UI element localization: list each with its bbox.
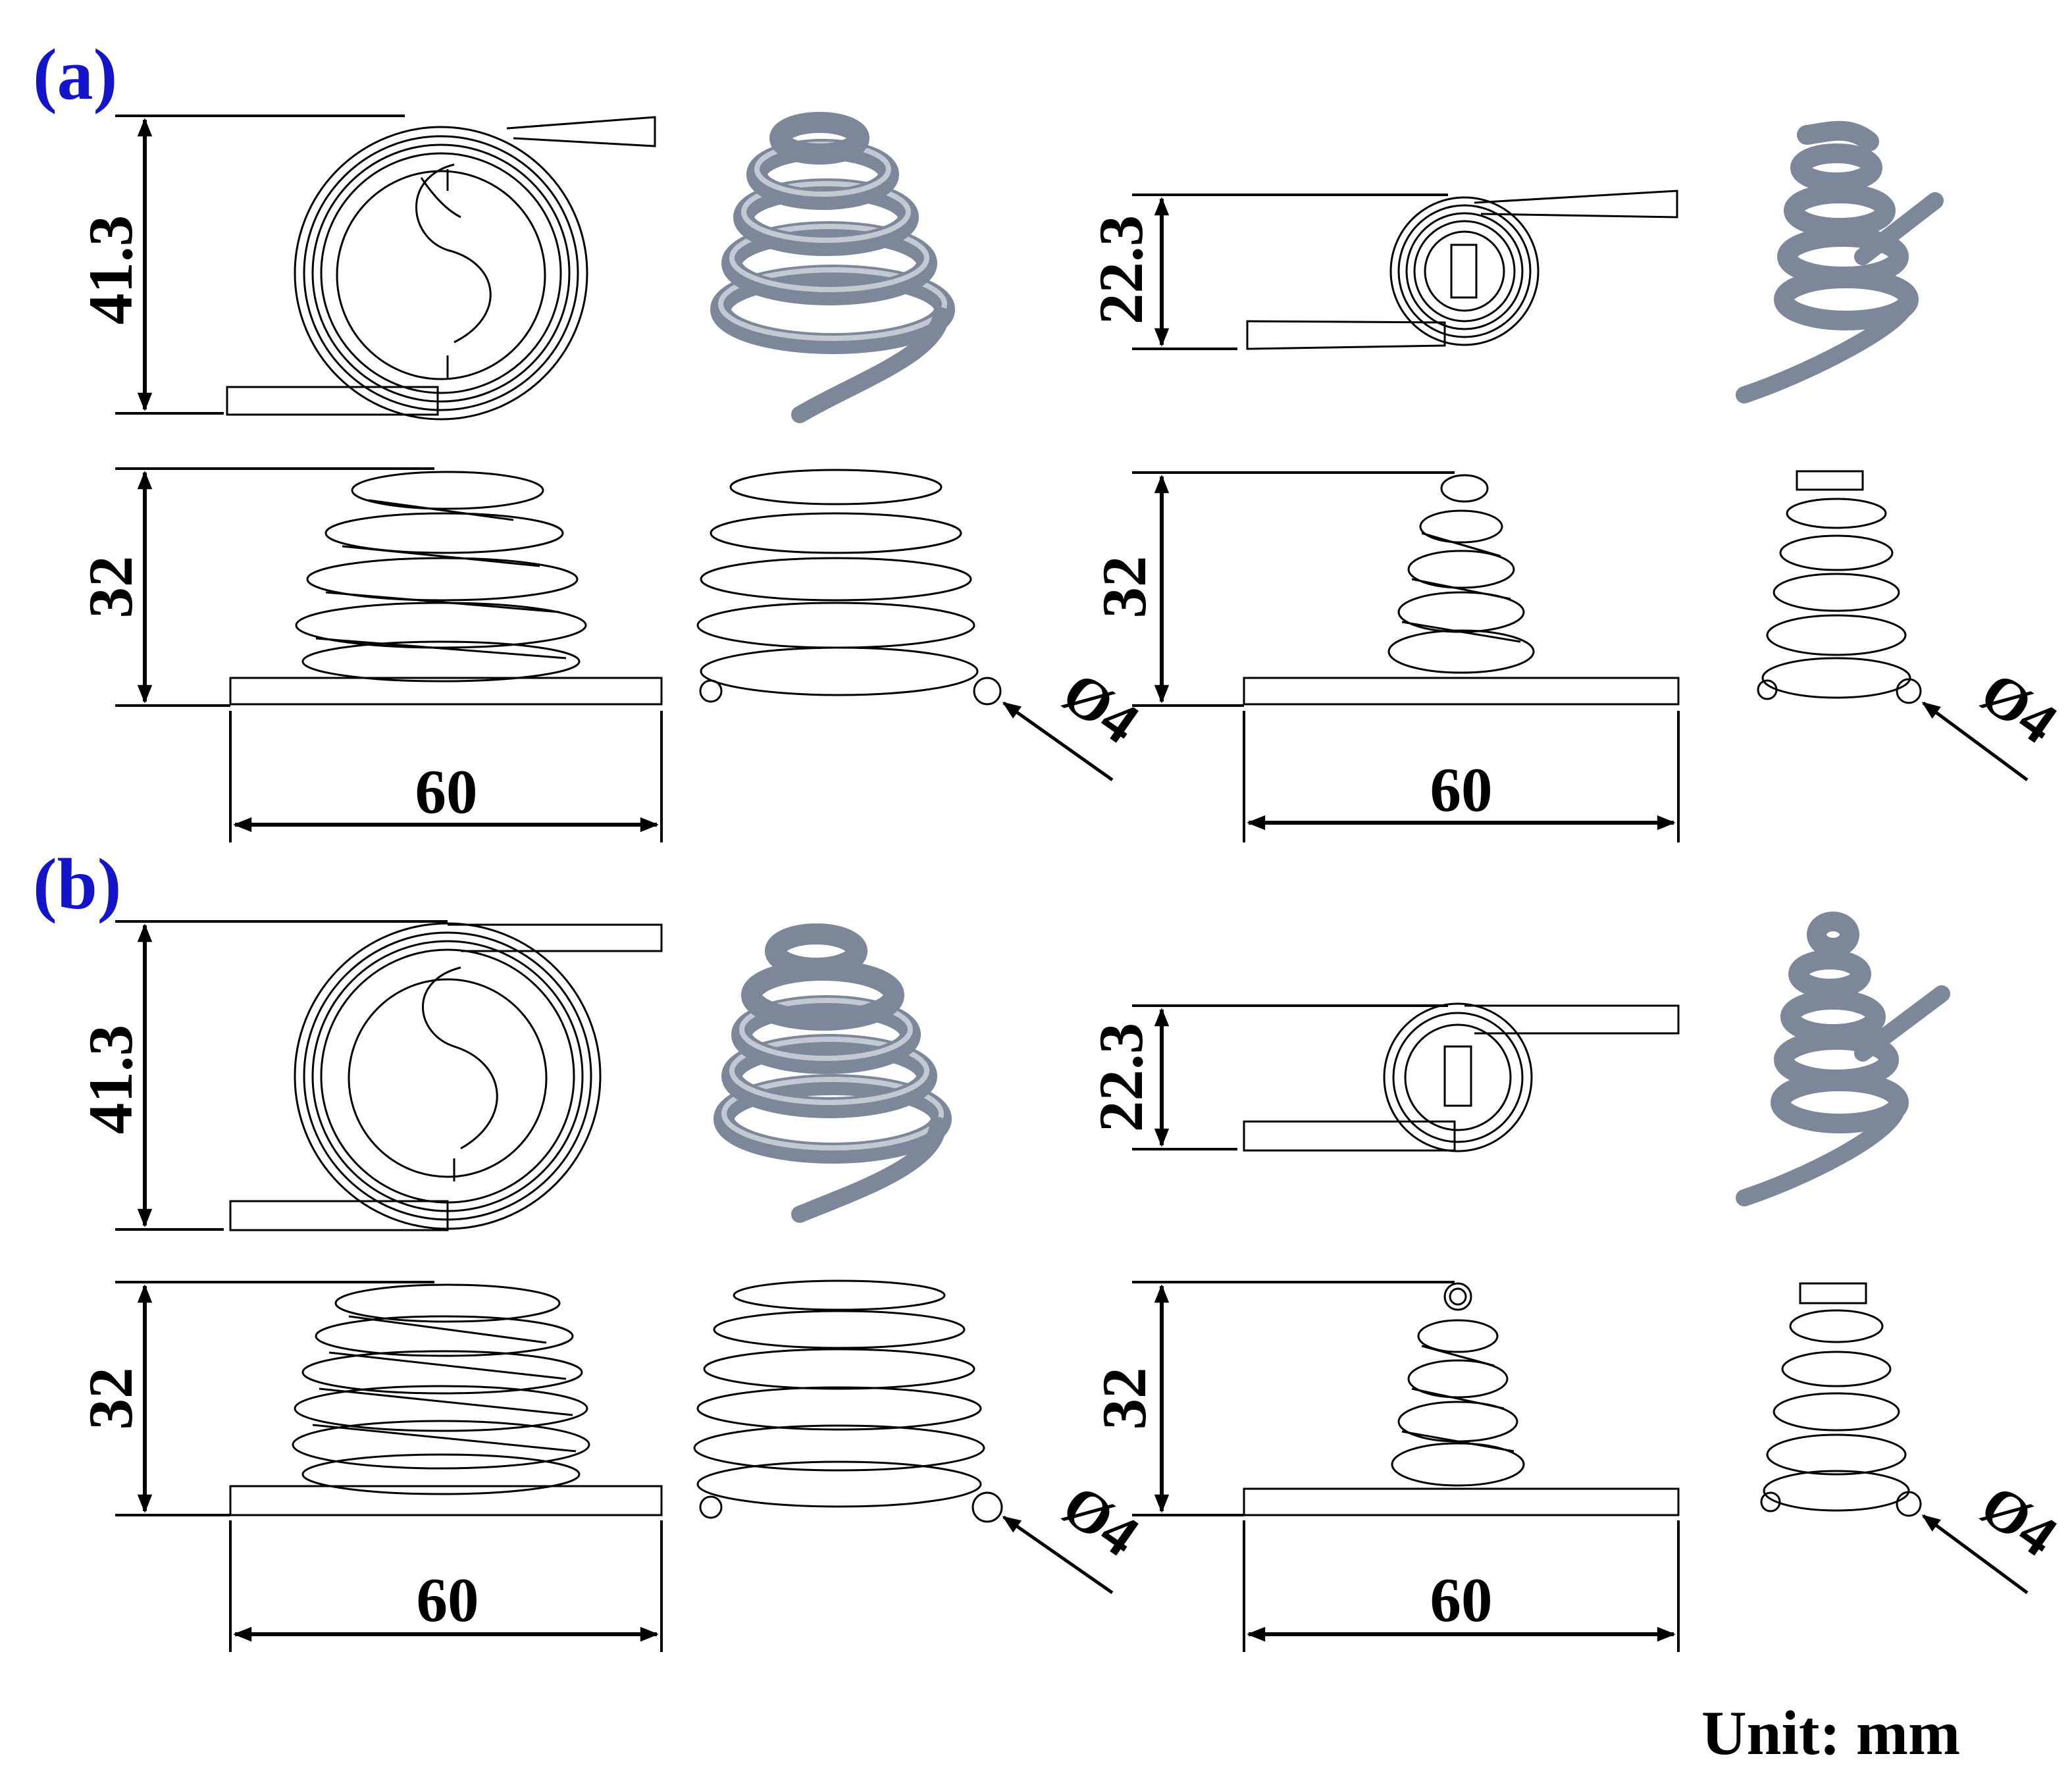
dim-label-60-a-right: 60 [1430,755,1493,825]
dim-label-d4-b-right: Ø4 [1969,1472,2068,1569]
dim-60-b-right [1243,1520,1680,1652]
panel-b-top-view-small [1132,1002,1680,1152]
panel-b-shaded-spring-small [1736,912,1950,1206]
dim-label-32-a-right: 32 [1089,556,1159,619]
dim-diameter-a-right [1921,701,2029,782]
dim-60-b-left [229,1520,663,1652]
unit-label: Unit: mm [1701,1698,1960,1768]
dim-diameter-a-left [1002,701,1114,782]
panel-a-top-view-small [1132,190,1678,350]
panel-a-shaded-spring-large [710,112,955,423]
dim-label-d4-a-right: Ø4 [1969,659,2068,756]
panel-label-a: (a) [33,34,117,115]
panel-a-front-view-small [1132,471,1680,707]
dim-60-a-right [1243,711,1680,842]
dim-label-60-b-left: 60 [417,1565,479,1635]
panel-b-outline-spring-large [693,1279,1003,1523]
panel-b-front-view-large [115,1281,663,1516]
panel-a-front-view-large [115,467,663,707]
panel-a-top-view-large [115,115,656,421]
dim-label-d4-b-left: Ø4 [1050,1472,1150,1569]
panel-b-front-view-small [1132,1281,1680,1516]
panel-a-outline-spring-large [696,469,1002,706]
dim-label-32-a-left: 32 [76,556,145,619]
dim-label-41-3-a: 41.3 [76,215,145,324]
dim-label-d4-a-left: Ø4 [1050,659,1150,756]
dim-label-32-b-right: 32 [1089,1368,1159,1430]
dim-label-41-3-b: 41.3 [76,1025,145,1134]
dim-label-32-b-left: 32 [76,1368,145,1430]
dim-label-22-3-b: 22.3 [1086,1023,1156,1132]
dim-60-a-left [229,711,663,842]
panel-a-outline-spring-small [1757,470,1922,704]
panel-b-outline-spring-small [1760,1282,1922,1517]
dim-diameter-b-left [1002,1515,1114,1595]
dim-label-60-b-right: 60 [1430,1565,1493,1635]
panel-b-shaded-spring-large [713,923,952,1223]
dim-label-60-a-left: 60 [415,757,478,827]
dim-label-22-3-a: 22.3 [1086,215,1156,324]
dim-diameter-b-right [1921,1514,2029,1595]
panel-label-b: (b) [33,844,121,924]
panel-a-shaded-spring-small [1736,120,1944,403]
panel-b-top-view-large [115,920,663,1231]
